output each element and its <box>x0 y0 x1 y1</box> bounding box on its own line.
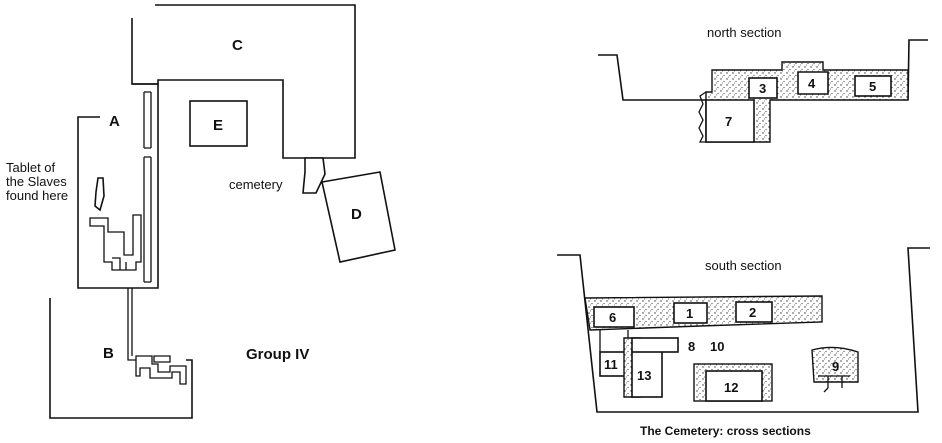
cemetery-outline <box>302 157 326 194</box>
room-b-inner-walls <box>135 355 187 385</box>
room-a-inner-walls <box>89 214 142 271</box>
south-section-title: south section <box>705 258 782 273</box>
room-a-label: A <box>109 113 120 130</box>
grave-5 <box>854 75 892 97</box>
room-a-wall <box>77 83 159 289</box>
tablet-note-line-3: found here <box>6 188 68 203</box>
grave-label-4: 4 <box>808 76 816 91</box>
grave-7 <box>705 99 755 143</box>
south-ground-line <box>557 247 930 413</box>
grave-label-6: 6 <box>609 310 616 325</box>
grave-13 <box>631 350 663 398</box>
passage-a-b <box>127 288 136 361</box>
tablet-of-slaves-marker <box>94 177 105 212</box>
room-c-label: C <box>232 37 243 54</box>
grave-8 <box>631 337 679 353</box>
room-d-wall <box>321 171 396 263</box>
grave-label-11: 12 <box>724 380 738 395</box>
south-section: south section 6 1 2 11 13 8 10 12 9 The … <box>557 247 930 438</box>
grave-label-5: 5 <box>869 79 876 94</box>
grave-11 <box>705 370 763 402</box>
site-plan: C E A Tablet of the Slaves found here B … <box>6 4 396 419</box>
grave-label-9: 9 <box>832 359 839 374</box>
grave-9-fill <box>811 346 859 383</box>
grave-label-1: 1 <box>686 306 693 321</box>
grave-6 <box>593 306 635 328</box>
grave-2 <box>735 301 773 323</box>
north-section-title: north section <box>707 25 781 40</box>
grave-1 <box>673 302 708 324</box>
room-a-corridor <box>143 91 152 283</box>
grave-3 <box>748 77 778 99</box>
grave-label-13: 13 <box>637 368 651 383</box>
cemetery-label: cemetery <box>229 177 283 192</box>
north-broken-edge <box>698 91 707 143</box>
tablet-note-line-2: the Slaves <box>6 174 67 189</box>
tablet-note-line-1: Tablet of <box>6 160 56 175</box>
grave-label-2: 2 <box>749 305 756 320</box>
grave-label-8: 8 <box>688 339 695 354</box>
sections-caption: The Cemetery: cross sections <box>640 424 811 438</box>
grave-label-10: 10 <box>710 339 724 354</box>
grave-label-12: 11 <box>604 357 618 372</box>
room-b-label: B <box>103 345 114 362</box>
group-label: Group IV <box>246 346 309 363</box>
room-b-wall <box>49 298 193 419</box>
grave-label-7: 7 <box>725 114 732 129</box>
room-e-label: E <box>213 117 223 134</box>
grave-label-3: 3 <box>759 81 766 96</box>
room-e-wall <box>189 100 248 147</box>
north-section: north section 7 3 4 5 <box>598 25 928 143</box>
room-d-label: D <box>351 206 362 223</box>
grave-4 <box>797 71 829 95</box>
grave-9-bench <box>818 375 850 393</box>
